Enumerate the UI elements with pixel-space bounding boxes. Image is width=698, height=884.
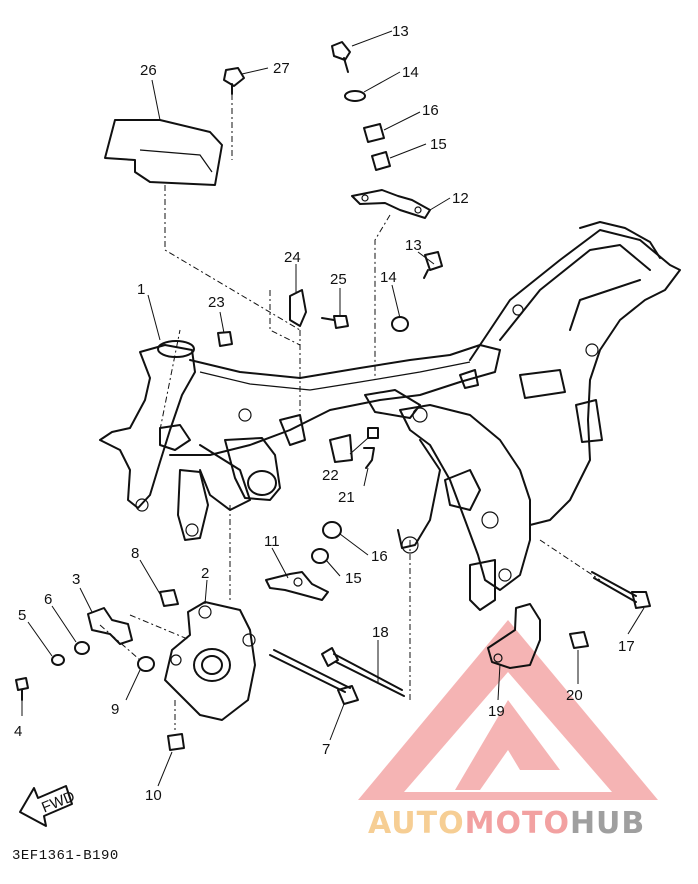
callout-25: 25: [330, 271, 347, 288]
part-20-nut: [569, 631, 589, 649]
callout-7: 7: [322, 741, 330, 758]
fwd-arrow: FWD: [19, 785, 77, 827]
part-23-bolt: [217, 331, 233, 347]
watermark-inner-shape: [455, 700, 560, 790]
part-15-top: [371, 151, 391, 171]
part-11-bracket: [265, 571, 329, 601]
callout-21: 21: [338, 489, 355, 506]
watermark-wordmark: AUTOMOTOHUB: [368, 806, 645, 841]
callout-27: 27: [273, 60, 290, 77]
part-13-bolt-middle: [423, 251, 443, 279]
watermark-text-segment: MOTO: [465, 806, 570, 841]
callout-26: 26: [140, 62, 157, 79]
callout-12: 12: [452, 190, 469, 207]
part-8-nut: [159, 589, 179, 607]
part-16-top: [363, 123, 385, 143]
part-3-bracket: [87, 607, 133, 645]
callout-8: 8: [131, 545, 139, 562]
part-12-bracket: [351, 189, 431, 219]
callout-18: 18: [372, 624, 389, 641]
watermark-triangle: [358, 620, 658, 800]
callout-11: 11: [264, 533, 280, 550]
watermark-text-segment: AUTO: [368, 806, 465, 841]
callout-5: 5: [18, 607, 26, 624]
callout-19: 19: [488, 703, 505, 720]
callout-15-lower: 15: [345, 570, 362, 587]
callout-2: 2: [201, 565, 209, 582]
callout-4: 4: [14, 723, 22, 740]
svg-text:AUTOMOTOHUB: AUTOMOTOHUB: [368, 806, 645, 841]
callout-20: 20: [566, 687, 583, 704]
callout-22: 22: [322, 467, 339, 484]
part-14-washer-middle: [391, 316, 409, 332]
part-17-bolt: [591, 571, 651, 609]
part-14-washer-top: [344, 90, 366, 102]
callout-13-top: 13: [392, 23, 409, 40]
watermark-text-segment: HUB: [570, 806, 645, 841]
part-2-engine-bracket: [164, 601, 256, 721]
callout-9: 9: [111, 701, 119, 718]
callout-16-top: 16: [422, 102, 439, 119]
callout-14-top: 14: [402, 64, 419, 81]
part-24-clip: [289, 289, 307, 327]
callout-15-top: 15: [430, 136, 447, 153]
part-25-nut: [321, 315, 349, 329]
callout-16-lower: 16: [371, 548, 388, 565]
callout-14-middle: 14: [380, 269, 397, 286]
assembly-lines: [99, 94, 601, 730]
part-19-bracket: [487, 603, 541, 669]
part-26-cover: [104, 119, 223, 186]
callout-1: 1: [137, 281, 145, 298]
fwd-label: FWD: [39, 788, 77, 817]
callout-13-middle: 13: [405, 237, 422, 254]
callout-6: 6: [44, 591, 52, 608]
part-27-screw: [223, 67, 245, 95]
part-small-fasteners: [15, 641, 185, 751]
callout-17: 17: [618, 638, 635, 655]
part-16-15-lower: [311, 521, 342, 564]
part-22-21-fasteners: [363, 427, 379, 469]
watermark-logo: [358, 620, 658, 800]
callout-numbers: 1 2 3 4 5 6 7 8 9 10 11 12 13 13 14 14 1…: [14, 23, 635, 804]
callout-23: 23: [208, 294, 225, 311]
callout-10: 10: [145, 787, 162, 804]
part-18-long-bolt: [321, 647, 405, 697]
callout-24: 24: [284, 249, 301, 266]
part-13-bolt-top: [331, 41, 351, 73]
leader-lines: [21, 30, 645, 787]
diagram-code: 3EF1361-B190: [12, 848, 119, 864]
main-frame: [99, 221, 681, 611]
part-7-long-bolt: [269, 649, 359, 705]
callout-3: 3: [72, 571, 80, 588]
